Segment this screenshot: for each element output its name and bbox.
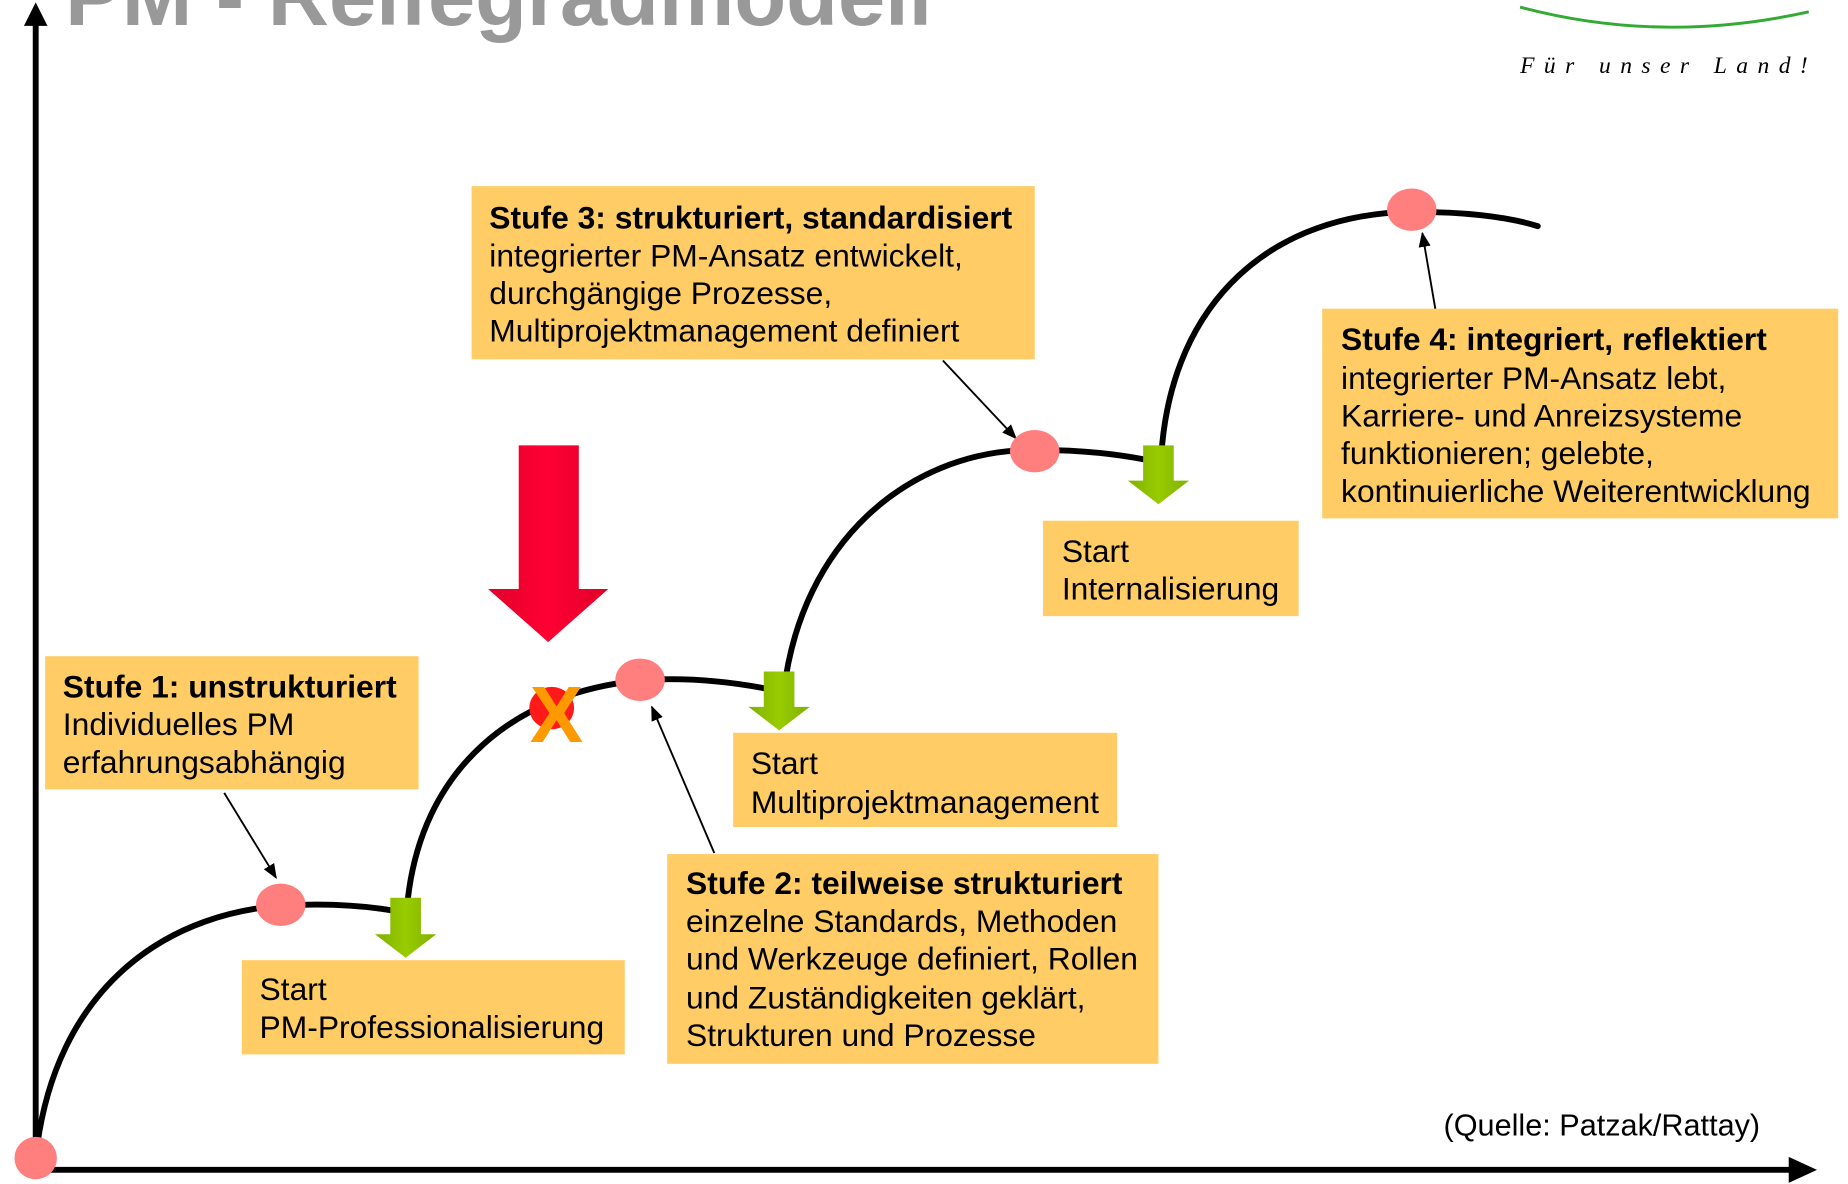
x-axis-arrow-icon [1788,1156,1818,1183]
page-title: PM - Reifegradmodell [65,0,932,43]
transition-arrows [375,445,1190,958]
stage-2-line: einzelne Standards, Methoden [686,903,1117,939]
stage-2-box: Stufe 2: teilweise strukturiert einzelne… [667,854,1159,1064]
transition-2-line: Multiprojektmanagement [751,784,1099,820]
stage-2-background [667,854,1159,1064]
milestone-origin [14,1136,57,1180]
milestone-stage-4 [1386,188,1437,231]
stage-3-background [471,186,1035,360]
stage-3-heading: Stufe 3: strukturiert, standardisiert [489,200,1012,236]
transition-2-box: Start Multiprojektmanagement [733,732,1118,828]
source-note: (Quelle: Patzak/Rattay) [1444,1109,1761,1143]
transition-1-background [241,960,625,1055]
stage-2-line: und Werkzeuge definiert, Rollen [686,941,1138,977]
transition-1-line: Start [260,971,327,1007]
stage-1-box: Stufe 1: unstrukturiert Individuelles PM… [45,656,419,790]
stage-3-box: Stufe 3: strukturiert, standardisiert in… [471,186,1035,360]
stage-4-line: Karriere- und Anreizsysteme [1341,397,1742,433]
current-position-marker: X [529,669,583,759]
current-position-arrow-icon [488,445,609,643]
transition-1-box: Start PM-Professionalisierung [241,960,625,1055]
milestone-stage-3 [1010,430,1060,473]
milestone-stage-2 [615,658,665,701]
milestones [14,188,1437,1180]
stage-1-heading: Stufe 1: unstrukturiert [63,668,397,704]
milestone-stage-1 [256,883,306,926]
stage-4-line: integrierter PM-Ansatz lebt, [1341,360,1726,396]
transition-3-line: Internalisierung [1062,571,1279,607]
stage-1-line: erfahrungsabhängig [63,744,346,780]
curve-stage-2 [403,676,784,913]
arrow-down-icon [748,671,810,731]
logo-slogan: Für unser Land! [1519,53,1817,79]
stage-4-background [1322,308,1839,519]
stage-1-line: Individuelles PM [63,706,295,742]
stage-2-heading: Stufe 2: teilweise strukturiert [686,865,1123,901]
x-mark-icon: X [530,669,583,759]
transition-2-background [733,732,1118,828]
stage-2-line: Strukturen und Prozesse [686,1017,1036,1053]
stage-4-box: Stufe 4: integriert, reflektiert integri… [1322,308,1839,519]
axes [23,2,1818,1183]
stage-3-line: integrierter PM-Ansatz entwickelt, [489,237,963,273]
stage-4-line: funktionieren; gelebte, [1341,435,1654,471]
stage-3-line: durchgängige Prozesse, [489,275,832,311]
current-position-dot [529,686,575,730]
stage-3-line: Multiprojektmanagement definiert [489,313,959,349]
transition-3-box: Start Internalisierung [1042,520,1299,617]
arrow-down-icon [1127,445,1190,505]
stage-2-pointer [650,705,716,854]
transition-2-line: Start [751,745,818,781]
curve-stage-3 [780,446,1164,695]
y-axis-arrow-icon [23,2,48,26]
stage-4-heading: Stufe 4: integriert, reflektiert [1341,321,1767,357]
stage-4-pointer [1418,231,1437,309]
transition-3-line: Start [1062,533,1129,569]
pointer-lines [223,231,1437,879]
stage-4-line: kontinuierliche Weiterentwicklung [1341,473,1811,509]
logo-swoosh [1519,5,1810,29]
curve-stage-1 [32,901,410,1162]
transition-1-line: PM-Professionalisierung [260,1009,605,1045]
maturity-curves [32,208,1541,1162]
stage-1-background [45,656,419,790]
transition-3-background [1042,520,1299,617]
stage-2-line: und Zuständigkeiten geklärt, [686,979,1085,1015]
arrow-down-icon [375,897,437,958]
stage-1-pointer [223,792,277,879]
stage-3-pointer [942,359,1017,440]
logo: Für unser Land! [1519,5,1817,79]
curve-stage-4 [1157,208,1541,469]
